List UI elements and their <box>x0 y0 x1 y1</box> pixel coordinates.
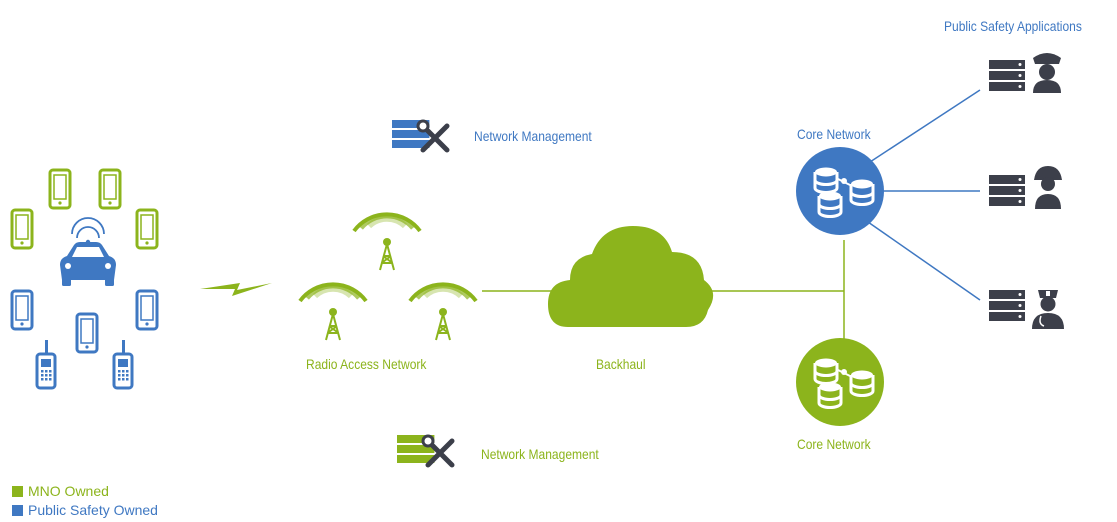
network-management-label-bottom: Network Management <box>481 446 599 462</box>
cell-tower-icon <box>300 284 366 340</box>
legend-label-mno: MNO Owned <box>28 483 109 499</box>
public-safety-devices <box>10 289 159 390</box>
nurse-icon <box>1032 290 1064 329</box>
core-network-label-top: Core Network <box>797 126 871 142</box>
smartphone-icon <box>98 168 122 210</box>
core-network-public-safety <box>796 147 884 235</box>
backhaul-label: Backhaul <box>596 356 646 372</box>
legend-label-public-safety: Public Safety Owned <box>28 502 158 518</box>
core-network-mno <box>796 338 884 426</box>
wireless-link-icon <box>200 283 272 296</box>
legend-mno: MNO Owned <box>12 483 109 499</box>
server-icon <box>989 60 1025 91</box>
smartphone-icon <box>10 289 34 331</box>
smartphone-icon <box>48 168 72 210</box>
server-wrench-icon <box>392 119 450 153</box>
core-network-label-bottom: Core Network <box>797 436 871 452</box>
smartphone-icon <box>135 289 159 331</box>
public-safety-applications-label: Public Safety Applications <box>944 18 1082 34</box>
backhaul-links <box>482 240 845 350</box>
database-cluster-icon <box>813 357 875 409</box>
radio-handset-icon <box>112 338 134 390</box>
legend-swatch-public-safety <box>12 505 23 516</box>
smartphone-icon <box>75 312 99 354</box>
server-icon <box>989 290 1025 321</box>
radio-access-network-label: Radio Access Network <box>306 356 427 372</box>
smartphone-icon <box>10 208 34 250</box>
car-icon <box>60 217 116 286</box>
legend-public-safety: Public Safety Owned <box>12 502 158 518</box>
mno-devices <box>10 168 159 250</box>
radio-handset-icon <box>35 338 57 390</box>
application-servers <box>989 60 1025 321</box>
server-icon <box>989 175 1025 206</box>
cell-tower-icon <box>410 284 476 340</box>
police-officer-icon <box>1033 53 1061 93</box>
smartphone-icon <box>135 208 159 250</box>
cloud-icon <box>548 226 714 327</box>
database-cluster-icon <box>813 166 875 218</box>
firefighter-icon <box>1034 166 1062 209</box>
server-wrench-icon <box>397 434 455 468</box>
network-management-label-top: Network Management <box>474 128 592 144</box>
radio-access-towers <box>300 214 476 340</box>
legend-swatch-mno <box>12 486 23 497</box>
application-links <box>867 89 981 301</box>
cell-tower-icon <box>354 214 420 270</box>
